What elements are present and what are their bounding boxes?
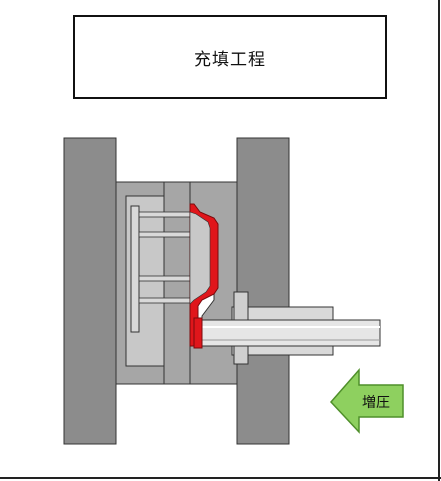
pressure-arrow-icon (329, 368, 404, 434)
left-platen (63, 137, 117, 445)
ejector-pin (138, 297, 192, 304)
ejector-plate (130, 205, 140, 333)
plunger-tip-metal (193, 317, 203, 349)
ejector-pin (138, 231, 192, 238)
casting-inner-gap (189, 211, 211, 305)
process-title: 充填工程 (194, 49, 266, 70)
frame-border-right (438, 0, 440, 481)
title-box: 充填工程 (73, 15, 387, 99)
plunger-rod (199, 319, 381, 347)
ejector-pin (138, 211, 192, 218)
ejector-pin (138, 275, 192, 282)
frame-border-bottom (0, 477, 441, 479)
right-platen (236, 137, 290, 445)
pressure-arrow-label: 増圧 (362, 395, 390, 411)
